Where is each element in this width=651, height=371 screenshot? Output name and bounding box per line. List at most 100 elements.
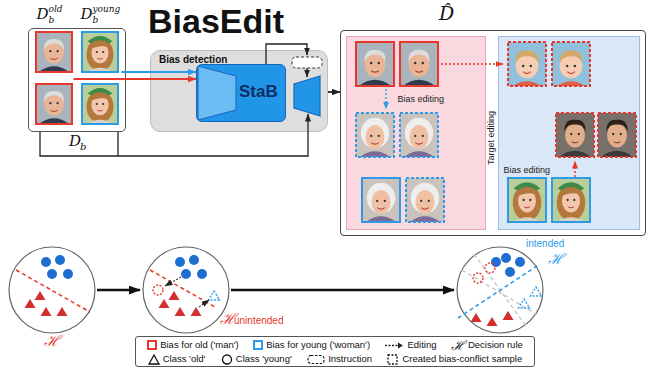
created-sample: [531, 287, 542, 296]
dataset-column: Dyoungb: [78, 4, 122, 128]
legend-instruction: [308, 355, 324, 363]
figure-title: BiasEdit: [148, 4, 284, 40]
legend-item: Class 'young': [221, 354, 292, 365]
encoder-shape: [198, 66, 236, 120]
face-image: [36, 84, 72, 124]
legend-text: Class 'young': [236, 354, 292, 365]
face-image: [82, 84, 118, 124]
encoder-shape: [198, 66, 236, 120]
legend-box: Bias for old ('man') Bias for young ('wom…: [135, 336, 535, 367]
class-young-dot: [175, 257, 185, 267]
face-image: [82, 32, 118, 72]
legend-symbol: ℋ: [451, 339, 465, 352]
decision-rule: [458, 264, 540, 318]
editing-arrow: [386, 64, 575, 177]
process-box: Bias detectionStaB: [150, 50, 328, 132]
young-panel: Bias editing: [498, 36, 640, 230]
class-old-triangle: [487, 317, 498, 326]
progress-arrow: [231, 289, 454, 292]
legend-text: Editing: [407, 340, 436, 351]
dataset-label: D̂: [439, 3, 454, 25]
face-image: [36, 32, 72, 72]
legend-item: Editing: [384, 340, 436, 351]
decision-rule: [16, 254, 540, 326]
flow-arrow: [74, 78, 197, 80]
legend-item: Class 'old': [148, 354, 206, 365]
face-image: [356, 113, 394, 157]
face-image: [36, 84, 72, 124]
wire: [306, 68, 307, 77]
dataset-label: old: [49, 4, 63, 14]
dataset-label: D: [37, 6, 49, 23]
face-image: [508, 42, 546, 86]
legend-text: Decision rule: [468, 340, 523, 351]
class-young-dot: [491, 257, 501, 267]
class-old-triangle: [35, 291, 46, 300]
face-image: [362, 178, 400, 222]
feature-space: [143, 247, 229, 333]
decision-rule: [16, 270, 90, 312]
model-box: StaB: [196, 64, 286, 122]
face-image: [400, 42, 438, 86]
legend-item: Bias for old ('man'): [147, 340, 239, 351]
legend-item: Bias for young ('woman'): [253, 340, 370, 351]
dataset-box: DbDoldbDyoungb: [28, 28, 126, 132]
face-image: [556, 113, 594, 157]
flow-arrow: [328, 91, 340, 93]
face-image: [598, 113, 636, 157]
dataset-label: b: [93, 15, 99, 25]
rule-symbol: ℋ: [548, 251, 564, 268]
class-old-triangle: [175, 307, 186, 316]
face-image: [82, 84, 118, 124]
legend-sample: [387, 354, 399, 365]
progress-arrow: [97, 289, 454, 292]
class-old-triangle: [25, 299, 36, 308]
class-young-dot: [181, 269, 191, 279]
legend-circle: [222, 355, 231, 364]
feature-space: [9, 247, 543, 333]
created-sample: [485, 263, 495, 273]
class-old-triangle: [41, 307, 52, 316]
legend-text: Class 'old': [163, 354, 206, 365]
old-panel: Bias editing: [346, 36, 486, 230]
dataset-column: Doldb: [34, 4, 74, 128]
created-sample: [209, 291, 220, 300]
rule-symbol: ℋ: [220, 311, 236, 328]
editing-arrow: [385, 89, 386, 109]
legend-created: [388, 355, 397, 364]
face-image: [552, 178, 590, 222]
feature-space: [9, 247, 95, 333]
dataset-label: D: [81, 6, 93, 23]
class-old-triangle: [169, 291, 180, 300]
legend-sample: [148, 354, 160, 365]
class-old-triangle: [25, 291, 514, 326]
wire: [266, 44, 307, 64]
class-old-triangle: [57, 307, 68, 316]
decision-rule: [462, 270, 536, 314]
panel-label: Bias editing: [504, 165, 551, 175]
editing-arrow: [574, 161, 575, 177]
face-image: [82, 32, 118, 72]
created-sample: [153, 285, 163, 295]
legend-text: Instruction: [328, 354, 372, 365]
face-image: [356, 42, 394, 86]
decoder-shape: [294, 76, 320, 116]
editing-arrow: [441, 63, 503, 64]
instruction-box: [292, 57, 322, 68]
face-image: [508, 42, 546, 86]
class-young-dot: [189, 255, 199, 265]
class-old-triangle: [503, 311, 514, 320]
created-sample: [473, 273, 483, 283]
face-image: [36, 32, 636, 222]
face-image: [552, 178, 590, 222]
dataset-label: b: [80, 141, 86, 153]
decoder-shape: [294, 76, 320, 116]
wire: [40, 44, 308, 156]
face-image: [406, 178, 444, 222]
face-image: [508, 178, 546, 222]
face-image: [556, 113, 594, 157]
face-image: [400, 42, 438, 86]
face-image: [598, 113, 636, 157]
instruction-box: [292, 57, 322, 68]
